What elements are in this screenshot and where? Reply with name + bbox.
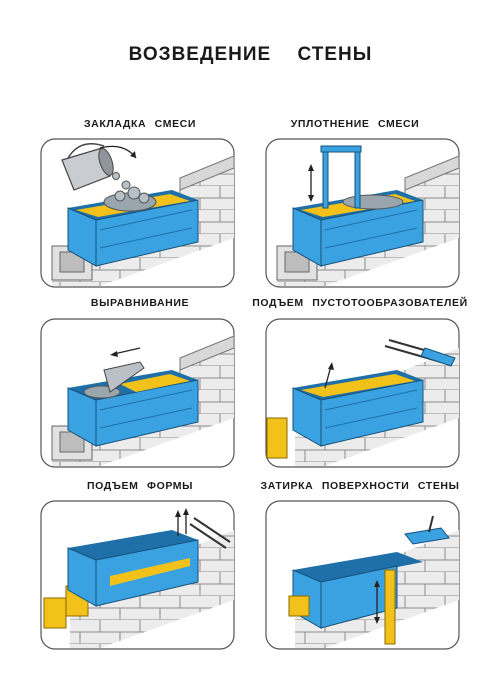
step-5-illustration (40, 500, 235, 650)
step-4-label: ПОДЪЕМ ПУСТОТООБРАЗОВАТЕЛЕЙ (252, 297, 468, 309)
form-box (67, 530, 199, 607)
left-arrow-icon (110, 347, 141, 357)
up-arrows-icon (175, 508, 189, 536)
form-box (288, 552, 423, 629)
tamper-frame (320, 145, 362, 209)
trowel (103, 361, 145, 393)
step-5-label: ПОДЪЕМ ФОРМЫ (86, 480, 194, 492)
step-3-illustration (40, 318, 235, 468)
up-down-arrow-icon (308, 164, 314, 202)
step-6-illustration (265, 500, 460, 650)
step-2-label: УПЛОТНЕНИЕ СМЕСИ (290, 118, 420, 130)
page-title: ВОЗВЕДЕНИЕ СТЕНЫ (128, 44, 373, 65)
concrete-mix (103, 172, 157, 212)
up-down-arrow-icon (374, 580, 380, 624)
form-box (67, 370, 199, 447)
step-4-illustration (265, 318, 460, 468)
float-tool (384, 515, 450, 645)
step-6-label: ЗАТИРКА ПОВЕРХНОСТИ СТЕНЫ (260, 480, 460, 492)
step-1-illustration (40, 138, 235, 288)
up-arrow-icon (324, 362, 334, 389)
void-formers (384, 339, 456, 367)
form-box (292, 370, 424, 447)
bucket-icon (61, 143, 114, 191)
step-3-label: ВЫРАВНИВАНИЕ (90, 297, 190, 309)
step-2-illustration (265, 138, 460, 288)
step-1-label: ЗАКЛАДКА СМЕСИ (83, 118, 197, 130)
